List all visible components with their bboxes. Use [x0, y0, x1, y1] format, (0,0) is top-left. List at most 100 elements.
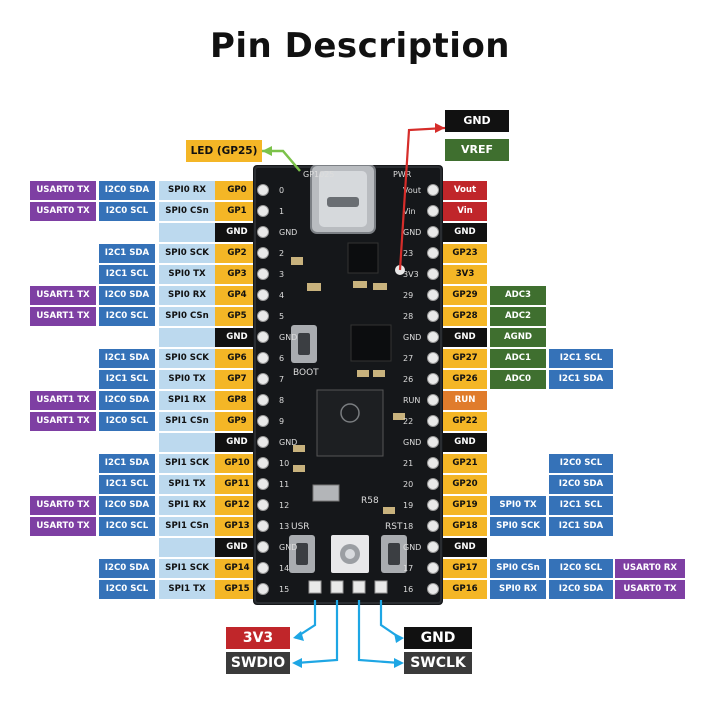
right-header-hole	[427, 583, 439, 595]
vref-top-label: VREF	[445, 139, 509, 161]
right-pin-5-gp-box: GP29	[443, 286, 487, 305]
left-pin-4-gp-box: GP3	[215, 265, 259, 284]
silk-left-number: GND	[279, 543, 297, 552]
left-header-hole	[257, 499, 269, 511]
left-pin-7-gnd-box: GND	[215, 328, 259, 347]
silk-left-number: GND	[279, 438, 297, 447]
silk-left-number: 4	[279, 291, 284, 300]
silk-right-number: RUN	[403, 396, 420, 405]
silk-r58: R58	[361, 496, 379, 506]
right-header-hole	[427, 247, 439, 259]
right-pin-8-gp-box: GP27	[443, 349, 487, 368]
regulator	[347, 242, 379, 274]
right-pin-18-usart-box: USART0 RX	[615, 559, 685, 578]
right-header-hole	[427, 205, 439, 217]
left-pin-1-spi-box: SPI0 CSn	[159, 202, 215, 221]
right-pin-14-i2c-box: I2C0 SDA	[549, 475, 613, 494]
silk-right-number: 29	[403, 291, 413, 300]
right-pin-15-gp-box: GP19	[443, 496, 487, 515]
left-pin-16-usart-box: USART0 TX	[30, 517, 96, 536]
silk-left-number: 3	[279, 270, 284, 279]
left-header-hole	[257, 310, 269, 322]
left-pin-11-spi-box: SPI1 CSn	[159, 412, 215, 431]
silk-left-number: 5	[279, 312, 284, 321]
left-pin-0-i2c-box: I2C0 SDA	[99, 181, 155, 200]
right-pin-12-gnd-box: GND	[443, 433, 487, 452]
right-header-hole	[427, 478, 439, 490]
left-pin-18-spi-box: SPI1 SCK	[159, 559, 215, 578]
left-gnd-band	[159, 433, 215, 452]
right-pin-19-spi-box: SPI0 RX	[490, 580, 546, 599]
left-pin-2-gnd-box: GND	[215, 223, 259, 242]
right-pin-5-adc-box: ADC3	[490, 286, 546, 305]
silk-right-number: Vin	[403, 207, 416, 216]
left-header-hole	[257, 226, 269, 238]
right-pin-19-gp-box: GP16	[443, 580, 487, 599]
right-pin-row: GP23	[0, 244, 720, 263]
left-header-hole	[257, 436, 269, 448]
right-pin-row: GND	[0, 223, 720, 242]
left-pin-18-gp-box: GP14	[215, 559, 259, 578]
right-pin-8-adc-box: ADC1	[490, 349, 546, 368]
left-header-hole	[257, 247, 269, 259]
right-header-hole	[427, 394, 439, 406]
left-pin-6-spi-box: SPI0 CSn	[159, 307, 215, 326]
right-pin-18-gp-box: GP17	[443, 559, 487, 578]
silk-right-number: 23	[403, 249, 413, 258]
right-pin-19-i2c-box: I2C0 SDA	[549, 580, 613, 599]
rp2040-chip	[316, 389, 384, 457]
crystal	[312, 484, 340, 502]
silk-rst: RST	[385, 522, 403, 532]
left-pin-5-i2c-box: I2C0 SDA	[99, 286, 155, 305]
silk-left-number: 8	[279, 396, 284, 405]
right-header-hole	[427, 520, 439, 532]
left-pin-10-gp-box: GP8	[215, 391, 259, 410]
left-pin-5-spi-box: SPI0 RX	[159, 286, 215, 305]
left-pin-6-usart-box: USART1 TX	[30, 307, 96, 326]
silk-right-number: 17	[403, 564, 413, 573]
right-pin-row: RUN	[0, 391, 720, 410]
left-header-hole	[257, 352, 269, 364]
left-pin-10-i2c-box: I2C0 SDA	[99, 391, 155, 410]
silk-left-number: 6	[279, 354, 284, 363]
silk-boot: BOOT	[293, 368, 319, 378]
left-header-hole	[257, 373, 269, 385]
right-pin-6-adc-box: ADC2	[490, 307, 546, 326]
left-pin-row: GND	[0, 538, 260, 557]
right-pin-8-i2c-box: I2C1 SCL	[549, 349, 613, 368]
left-pin-14-gp-box: GP11	[215, 475, 259, 494]
left-pin-13-spi-box: SPI1 SCK	[159, 454, 215, 473]
left-gnd-band	[159, 538, 215, 557]
right-pin-14-gp-box: GP20	[443, 475, 487, 494]
left-pin-5-usart-box: USART1 TX	[30, 286, 96, 305]
left-pin-11-usart-box: USART1 TX	[30, 412, 96, 431]
right-pin-7-gnd-box: GND	[443, 328, 487, 347]
left-pin-9-gp-box: GP7	[215, 370, 259, 389]
left-pin-row: GND	[0, 223, 260, 242]
right-header-hole	[427, 310, 439, 322]
flash-chip	[350, 324, 392, 362]
left-pin-16-spi-box: SPI1 CSn	[159, 517, 215, 536]
left-pin-10-spi-box: SPI1 RX	[159, 391, 215, 410]
silk-right-number: GND	[403, 438, 421, 447]
silk-left-number: 10	[279, 459, 289, 468]
silk-right-number: 18	[403, 522, 413, 531]
right-pin-9-gp-box: GP26	[443, 370, 487, 389]
